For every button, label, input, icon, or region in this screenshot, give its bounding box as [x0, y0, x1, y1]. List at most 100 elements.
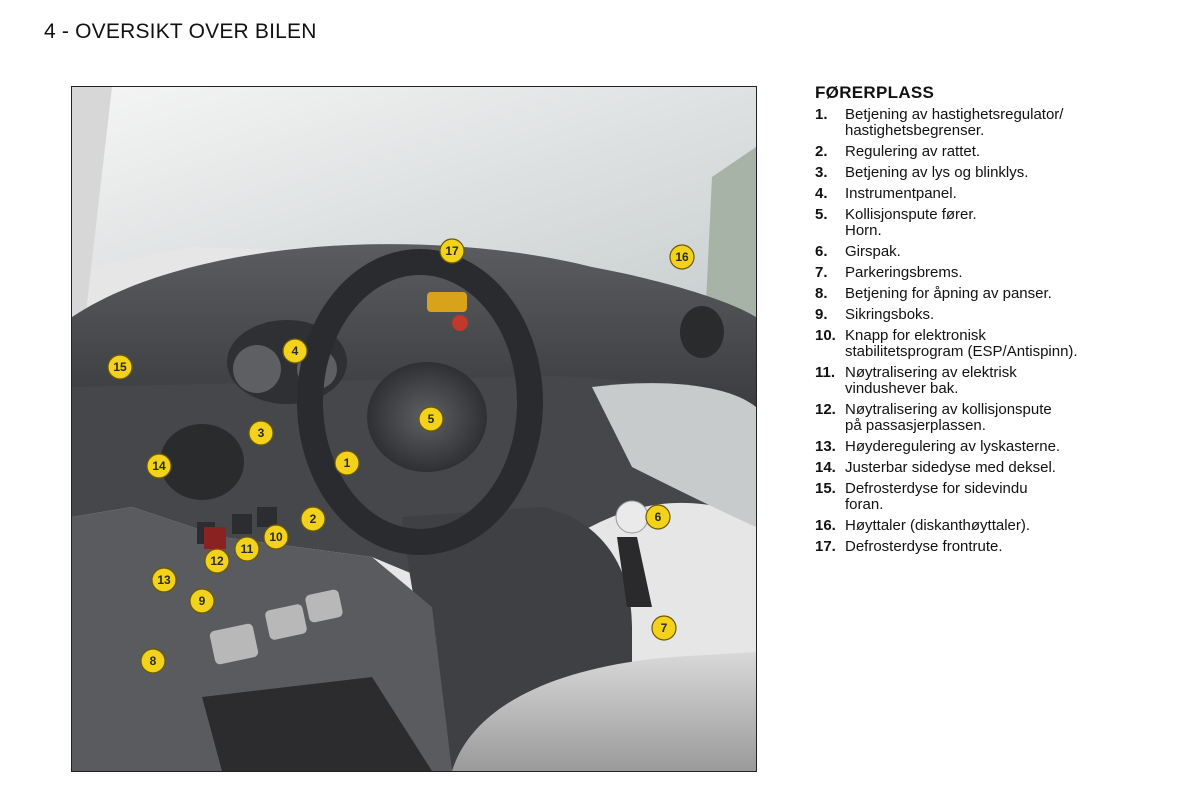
pedal-brake: [265, 604, 307, 640]
legend-number: 16.: [815, 517, 836, 534]
svg-text:5: 5: [428, 412, 435, 426]
legend-item-3: 3. Betjening av lys og blinklys.: [815, 165, 1155, 181]
legend-item-9: 9.Sikringsboks.: [815, 307, 1155, 323]
legend-text: Nøytralisering av elektrisk vindushever …: [845, 364, 1017, 397]
legend-text: Defrosterdyse for sidevindu foran.: [845, 480, 1028, 513]
legend-number: 1.: [815, 106, 828, 123]
gear-knob: [615, 500, 649, 534]
legend-number: 9.: [815, 306, 828, 323]
legend-number: 7.: [815, 264, 828, 281]
legend-text: Nøytralisering av kollisjonspute på pass…: [845, 401, 1052, 434]
legend-text: Betjening av lys og blinklys.: [845, 164, 1029, 181]
switch-12: [204, 527, 226, 549]
dashboard-illustration: 1 2 3 4 5 6 7 8 9 10 11 12 13 14 15 16 1…: [71, 86, 757, 772]
legend-number: 17.: [815, 538, 836, 555]
svg-text:15: 15: [113, 360, 127, 374]
legend-text: Regulering av rattet.: [845, 143, 981, 160]
legend-item-15: 15. Defrosterdyse for sidevindu foran.: [815, 481, 1155, 513]
callout-14: 14: [146, 453, 172, 479]
svg-text:1: 1: [344, 456, 351, 470]
legend: FØRERPLASS 1. Betjening av hastighetsregu…: [815, 83, 1155, 560]
svg-text:11: 11: [241, 542, 254, 556]
switch-11: [232, 514, 252, 534]
legend-item-4: 4. Instrumentpanel.: [815, 186, 1155, 202]
legend-number: 14.: [815, 459, 836, 476]
legend-number: 2.: [815, 143, 828, 160]
floor-mat: [202, 677, 432, 771]
legend-text: Parkeringsbrems.: [845, 264, 963, 281]
svg-text:2: 2: [310, 512, 317, 526]
legend-number: 10.: [815, 327, 836, 344]
legend-text: Instrumentpanel.: [845, 185, 957, 202]
svg-text:12: 12: [210, 554, 224, 568]
legend-text: Kollisjonspute fører. Horn.: [845, 206, 977, 239]
legend-title: FØRERPLASS: [815, 83, 935, 102]
legend-number: 11.: [815, 364, 836, 381]
legend-text: Defrosterdyse frontrute.: [845, 538, 1003, 555]
speedometer: [233, 345, 281, 393]
callout-8: 8: [140, 648, 166, 674]
steering-wheel: [297, 249, 543, 555]
legend-number: 13.: [815, 438, 836, 455]
left-air-vent: [160, 424, 244, 500]
a-pillar: [72, 87, 112, 367]
callout-1: 1: [334, 450, 360, 476]
page-header: 4 - OVERSIKT OVER BILEN: [44, 20, 317, 43]
svg-text:6: 6: [655, 510, 662, 524]
callout-5: 5: [418, 406, 444, 432]
svg-text:8: 8: [150, 654, 157, 668]
pedal-clutch: [209, 623, 259, 665]
legend-item-1: 1. Betjening av hastighetsregulator/ hast…: [815, 107, 1155, 139]
windshield: [92, 87, 756, 307]
legend-text: Knapp for elektronisk stabilitetsprogram…: [845, 327, 1078, 360]
legend-item-6: 6. Girspak.: [815, 244, 1155, 260]
pedal-accelerator: [305, 589, 343, 623]
legend-item-13: 13. Høyderegulering av lyskasterne.: [815, 439, 1155, 455]
legend-number: 4.: [815, 185, 828, 202]
legend-text: Høyttaler (diskanthøyttaler).: [845, 517, 1031, 534]
legend-number: 8.: [815, 285, 828, 302]
legend-number: 6.: [815, 243, 828, 260]
callout-2: 2: [300, 506, 326, 532]
callout-16: 16: [669, 244, 695, 270]
callout-9: 9: [189, 588, 215, 614]
svg-text:7: 7: [661, 621, 668, 635]
callout-4: 4: [282, 338, 308, 364]
callout-12: 12: [204, 548, 230, 574]
dashboard-drawing: 1 2 3 4 5 6 7 8 9 10 11 12 13 14 15 16 1…: [72, 87, 756, 771]
legend-text: Justerbar sidedyse med deksel.: [845, 459, 1056, 476]
hazard-button: [452, 315, 468, 331]
legend-item-5: 5. Kollisjonspute fører. Horn.: [815, 207, 1155, 239]
legend-text: Betjening av hastighetsregulator/ hastig…: [845, 106, 1064, 139]
legend-number: 3.: [815, 164, 828, 181]
callout-13: 13: [151, 567, 177, 593]
callout-3: 3: [248, 420, 274, 446]
svg-text:16: 16: [675, 250, 689, 264]
svg-text:9: 9: [199, 594, 206, 608]
legend-text: Girspak.: [845, 243, 901, 260]
passenger-seat: [452, 652, 756, 771]
callout-11: 11: [234, 536, 260, 562]
legend-item-10: 10. Knapp for elektronisk stabilitetsprog…: [815, 328, 1155, 360]
callout-17: 17: [439, 238, 465, 264]
svg-text:17: 17: [445, 244, 459, 258]
callout-6: 6: [645, 504, 671, 530]
legend-item-2: 2. Regulering av rattet.: [815, 144, 1155, 160]
svg-text:13: 13: [157, 573, 171, 587]
legend-list: 1. Betjening av hastighetsregulator/ hast…: [815, 107, 1155, 555]
legend-item-16: 16. Høyttaler (diskanthøyttaler).: [815, 518, 1155, 534]
svg-text:14: 14: [152, 459, 166, 473]
right-air-vent: [680, 306, 724, 358]
dashboard-lower: [72, 376, 756, 607]
callout-10: 10: [263, 524, 289, 550]
callout-15: 15: [107, 354, 133, 380]
legend-number: 12.: [815, 401, 836, 418]
legend-number: 5.: [815, 206, 828, 223]
legend-item-7: 7. Parkeringsbrems.: [815, 265, 1155, 281]
legend-number: 15.: [815, 480, 836, 497]
legend-item-11: 11. Nøytralisering av elektrisk vindushev…: [815, 365, 1155, 397]
legend-item-14: 14. Justerbar sidedyse med deksel.: [815, 460, 1155, 476]
switch-10: [257, 507, 277, 527]
legend-text: Høyderegulering av lyskasterne.: [845, 438, 1061, 455]
legend-item-12: 12. Nøytralisering av kollisjonspute på p…: [815, 402, 1155, 434]
